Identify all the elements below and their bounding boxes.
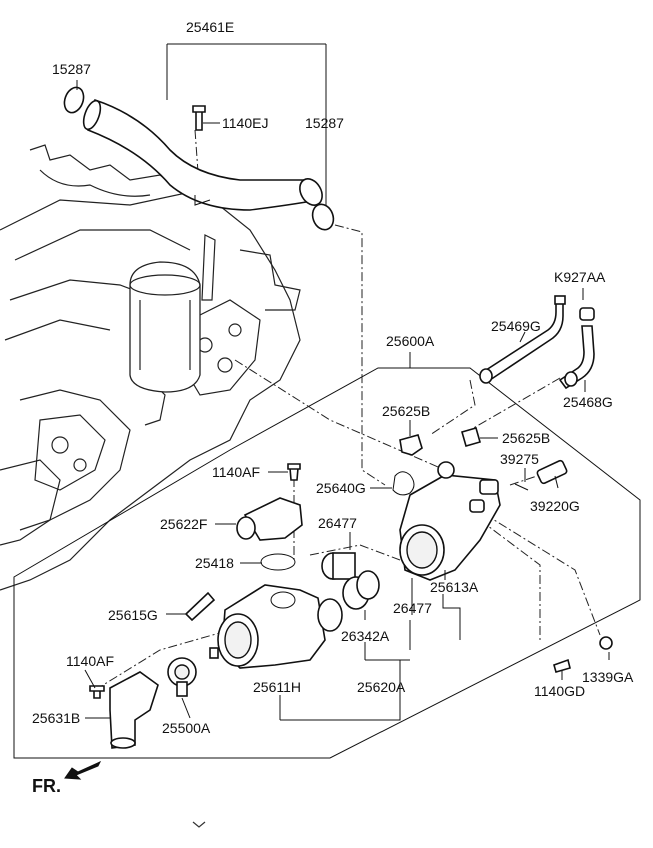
housing-25611H <box>217 584 343 669</box>
part-label-25611H: 25611H <box>253 679 301 695</box>
label-leaders <box>76 43 610 721</box>
water-pipe-25461E <box>63 86 335 231</box>
part-label-1339GA: 1339GA <box>582 669 634 685</box>
part-label-25500A: 25500A <box>162 720 211 736</box>
assembly-boundary <box>13 367 641 759</box>
front-direction-arrow-icon <box>64 760 102 780</box>
fittings <box>89 427 613 699</box>
part-label-1140GD: 1140GD <box>534 683 585 699</box>
part-label-25418: 25418 <box>195 555 234 571</box>
part-label-26477-upper: 26477 <box>318 515 357 531</box>
front-indicator-label: FR. <box>32 776 61 796</box>
part-label-1140AF-upper: 1140AF <box>212 464 260 480</box>
part-label-25631B: 25631B <box>32 710 80 726</box>
part-label-26342A: 26342A <box>341 628 390 644</box>
thermostat-housing-25613A <box>399 461 501 581</box>
part-label-25613A: 25613A <box>430 579 479 595</box>
part-label-15287-left: 15287 <box>52 61 91 77</box>
part-label-1140AF-lower: 1140AF <box>66 653 114 669</box>
part-label-25615G: 25615G <box>108 607 158 623</box>
connector-pipes <box>321 552 380 610</box>
part-label-25600A: 25600A <box>386 333 435 349</box>
engine-block-drawing <box>0 144 301 591</box>
thermostat-25500A <box>167 647 219 697</box>
part-label-25625B-upper: 25625B <box>382 403 430 419</box>
part-label-39275: 39275 <box>500 451 539 467</box>
chevron-down-icon[interactable] <box>192 821 206 828</box>
part-label-39220G: 39220G <box>530 498 580 514</box>
water-inlet-25622F <box>184 471 415 622</box>
part-label-25469G: 25469G <box>491 318 541 334</box>
part-label-25468G: 25468G <box>563 394 613 410</box>
part-label-K927AA: K927AA <box>554 269 606 285</box>
part-label-25461E: 25461E <box>186 19 234 35</box>
part-label-25622F: 25622F <box>160 516 207 532</box>
bypass-hoses <box>479 295 595 390</box>
water-inlet-25631B <box>109 671 159 749</box>
part-label-25625B-right: 25625B <box>502 430 550 446</box>
part-label-26477-lower: 26477 <box>393 600 432 616</box>
part-label-15287-right: 15287 <box>305 115 344 131</box>
part-label-25620A: 25620A <box>357 679 406 695</box>
part-label-25640G: 25640G <box>316 480 366 496</box>
part-label-1140EJ: 1140EJ <box>222 115 268 131</box>
